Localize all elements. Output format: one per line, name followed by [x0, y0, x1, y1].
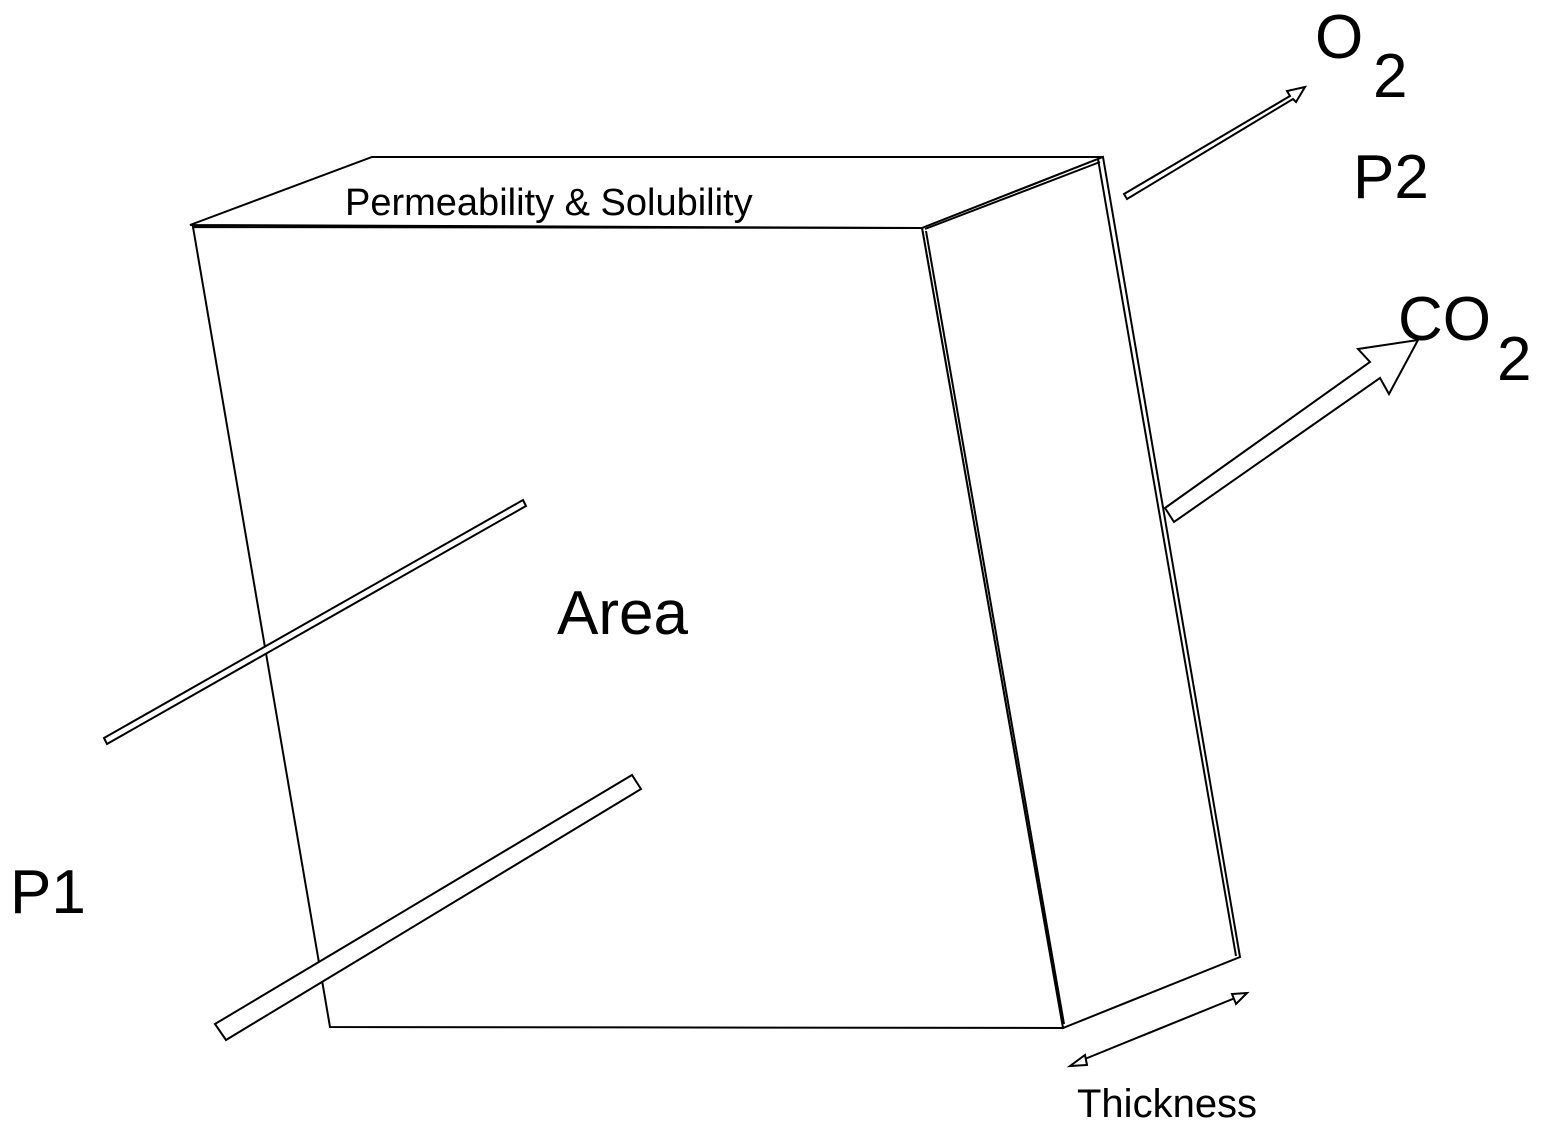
o2-label-subscript: 2	[1373, 42, 1407, 111]
thickness-label: Thickness	[1077, 1082, 1257, 1125]
slab-front-face	[191, 225, 1065, 1030]
o2-label-base: O	[1315, 3, 1363, 72]
co2-label-subscript: 2	[1497, 325, 1531, 394]
co2-outlet-arrow	[1163, 338, 1420, 524]
slab-edge-detail	[1097, 158, 1237, 957]
o2-outlet-arrow	[1122, 85, 1308, 201]
membrane-slab	[189, 155, 1242, 1030]
slab-edge-detail	[924, 161, 1101, 230]
slab-edge-detail	[925, 230, 1065, 1025]
o2-inlet-path	[102, 498, 528, 746]
p2-label: P2	[1353, 143, 1429, 212]
area-label: Area	[557, 579, 688, 648]
p1-label: P1	[10, 858, 86, 927]
thickness-arrow	[1066, 991, 1250, 1068]
permeability-solubility-label: Permeability & Solubility	[345, 182, 753, 224]
co2-inlet-path	[213, 773, 643, 1042]
co2-label: CO 2	[1398, 285, 1531, 394]
co2-label-base: CO	[1398, 285, 1491, 354]
o2-label: O 2	[1315, 3, 1407, 111]
